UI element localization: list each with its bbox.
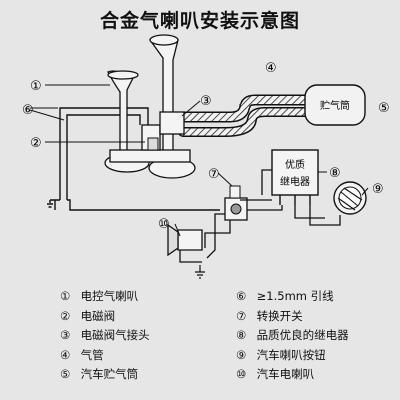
callout-4: ④ bbox=[265, 61, 277, 76]
relay: 优质 继电器 bbox=[271, 149, 319, 205]
electric-horn bbox=[167, 223, 205, 279]
leader-lines bbox=[29, 84, 369, 237]
legend-item: ⑩ 汽车电喇叭 bbox=[236, 367, 315, 381]
wiring bbox=[204, 169, 341, 259]
air-horns bbox=[104, 34, 196, 179]
relay-label-line2: 继电器 bbox=[280, 175, 310, 188]
lead-wire bbox=[47, 107, 220, 211]
callout-3: ③ bbox=[200, 94, 212, 109]
legend-item: ⑤ 汽车贮气筒 bbox=[60, 367, 139, 381]
callout-9: ⑨ bbox=[372, 182, 384, 197]
callout-1: ① bbox=[30, 79, 42, 94]
legend-item: ③ 电磁阀气接头 bbox=[60, 328, 150, 342]
air-reservoir: 贮气筒 bbox=[304, 84, 366, 126]
legend-left: ① 电控气喇叭 ② 电磁阀 ③ 电磁阀气接头 ④ 气管 ⑤ 汽车贮气筒 bbox=[60, 287, 150, 385]
legend-item: ⑧ 品质优良的继电器 bbox=[236, 328, 349, 342]
air-reservoir-label: 贮气筒 bbox=[320, 99, 350, 112]
solenoid-valve bbox=[141, 111, 185, 151]
callout-8: ⑧ bbox=[329, 166, 341, 181]
legend-right: ⑥ ≥1.5mm 引线 ⑦ 转换开关 ⑧ 品质优良的继电器 ⑨ 汽车喇叭按钮 ⑩… bbox=[236, 287, 349, 385]
callout-5: ⑤ bbox=[378, 101, 390, 116]
legend-item: ② 电磁阀 bbox=[60, 308, 116, 323]
callout-6: ⑥ bbox=[22, 103, 34, 118]
legend-item: ① 电控气喇叭 bbox=[60, 289, 139, 303]
horn-installation-diagram: 贮气筒 优质 继电器 bbox=[22, 34, 390, 279]
callout-labels: ① ② ③ ④ ⑤ ⑥ ⑦ ⑧ ⑨ ⑩ bbox=[22, 61, 390, 232]
legend-item: ⑨ 汽车喇叭按钮 bbox=[236, 347, 326, 362]
relay-label-line1: 优质 bbox=[285, 158, 305, 171]
callout-10: ⑩ bbox=[158, 217, 170, 232]
air-pipe bbox=[177, 94, 311, 137]
callout-2: ② bbox=[30, 136, 42, 151]
legend-item: ⑥ ≥1.5mm 引线 bbox=[236, 289, 334, 303]
diagram-title: 合金气喇叭安装示意图 bbox=[99, 10, 300, 32]
horn-button bbox=[333, 181, 367, 215]
changeover-switch bbox=[224, 185, 248, 221]
legend-item: ⑦ 转换开关 bbox=[236, 308, 303, 323]
legend-item: ④ 气管 bbox=[60, 347, 104, 362]
callout-7: ⑦ bbox=[208, 167, 220, 182]
